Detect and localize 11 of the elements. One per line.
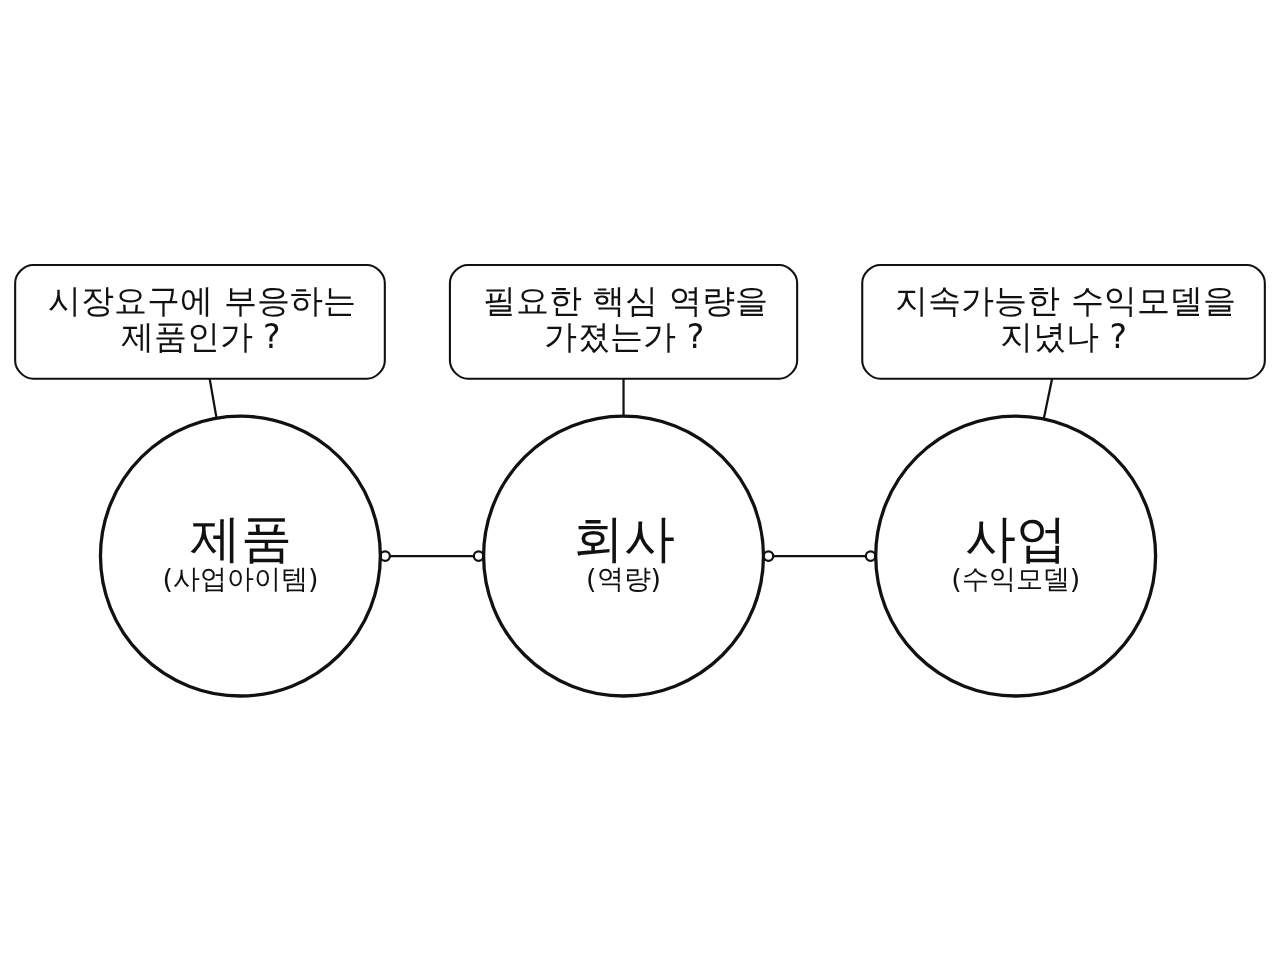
node-circle: 사업 (수익모델) <box>874 414 1158 698</box>
connector <box>762 549 877 562</box>
node-box: 시장요구에 부응하는 제품인가 ? <box>14 263 386 380</box>
connector <box>379 549 485 562</box>
node-circle: 제품 (사업아이템) <box>98 414 382 698</box>
connector <box>208 378 218 418</box>
node-box: 지속가능한 수익모델을 지녔나 ? <box>861 263 1266 380</box>
node-box: 필요한 핵심 역량을 가졌는가 ? <box>448 263 799 380</box>
node-circle: 회사 (역량) <box>481 414 766 698</box>
connector <box>1042 378 1054 419</box>
connector <box>622 378 625 416</box>
